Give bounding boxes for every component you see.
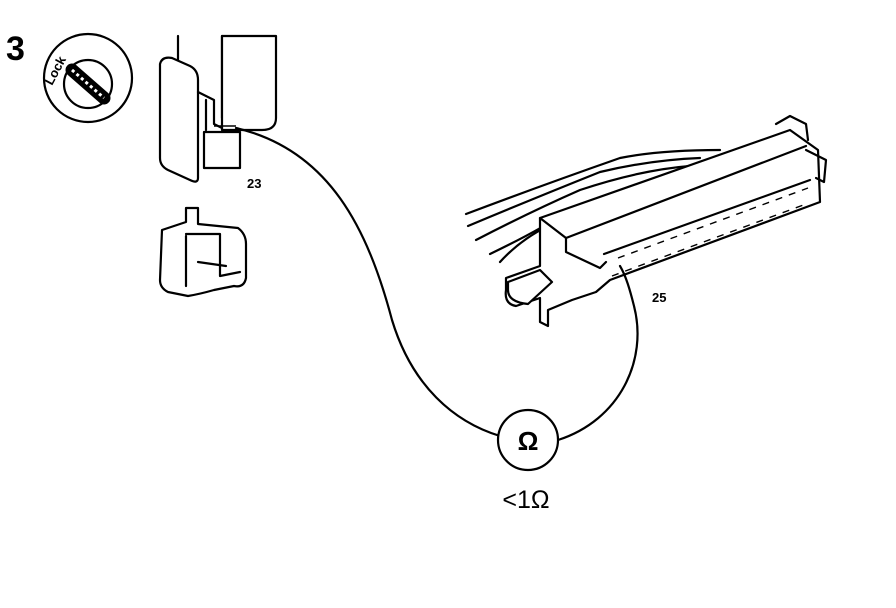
test-lead-right [556,264,639,442]
ohmmeter-symbol: Ω [518,426,539,456]
part-label-upper-connector: 23 [247,176,261,191]
wiring-plug: 25 [464,114,828,328]
ohmmeter-icon: Ω [496,408,560,472]
upper-connector: 23 [158,34,278,191]
test-lead-left [234,126,502,438]
lower-clip [158,206,248,298]
step-number: 3 [6,30,25,68]
part-label-wiring-plug: 25 [652,290,666,305]
ignition-switch-icon: Lock [41,32,134,124]
required-reading: <1Ω [502,486,549,514]
